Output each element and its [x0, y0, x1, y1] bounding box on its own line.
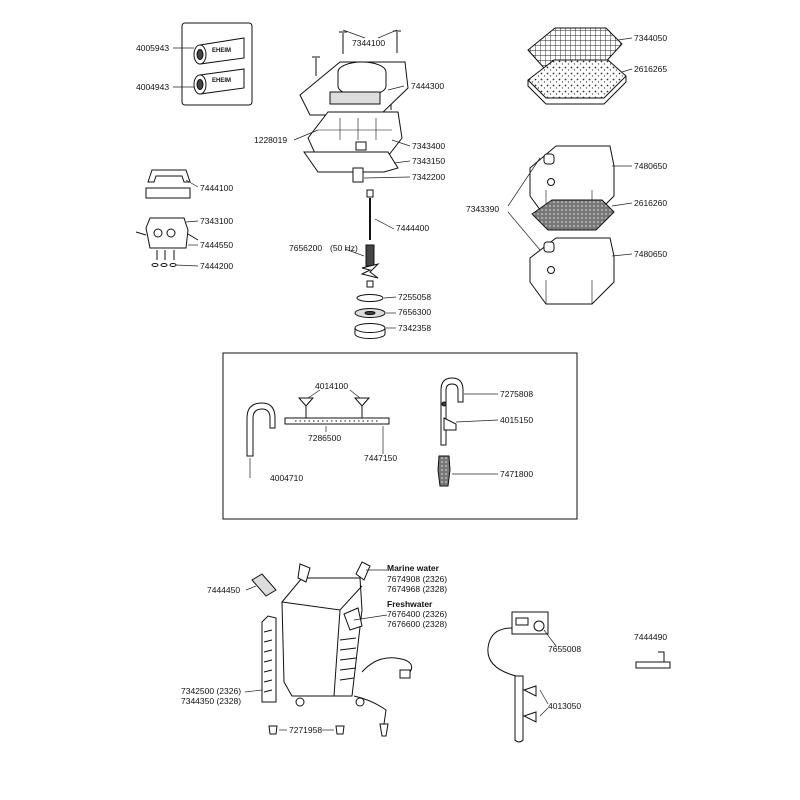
part-label-7271958: 7271958 — [289, 725, 322, 735]
suction-cup-1 — [297, 397, 315, 407]
part-label-7286500: 7286500 — [308, 433, 341, 443]
part-label-4013050: 4013050 — [548, 701, 581, 711]
part-label-4004710: 4004710 — [270, 473, 303, 483]
cable-plug — [399, 669, 411, 679]
seal-gasket — [303, 151, 399, 173]
part-label-7342200: 7342200 — [412, 172, 445, 182]
part-label-7343100: 7343100 — [200, 216, 233, 226]
suction-cup-2 — [353, 397, 371, 407]
impeller-base — [354, 323, 386, 333]
part-label-4005943: 4005943 — [136, 43, 169, 53]
o-ring — [356, 294, 384, 302]
part-label-7656200: 7656200 — [289, 243, 322, 253]
part-label-7444200: 7444200 — [200, 261, 233, 271]
part-label-7656300: 7656300 — [398, 307, 431, 317]
part-label-2616260: 2616260 — [634, 198, 667, 208]
pump-head-assembly: 7344100 7444300 1228019 7343400 7343150 … — [254, 29, 445, 183]
part-label-4015150: 4015150 — [500, 415, 533, 425]
part-note-50hz: (50 Hz) — [330, 243, 358, 253]
clip-7444450 — [251, 573, 277, 597]
foot-1 — [268, 725, 278, 735]
spout — [352, 167, 364, 183]
heater-guard — [261, 615, 277, 703]
hose-brand-label-2: EHEIM — [212, 78, 231, 84]
impeller-stack: 7444400 7656200 (50 Hz) 7255058 7656300 … — [289, 189, 431, 339]
hose-box: EHEIM EHEIM 4005943 4004943 — [136, 22, 253, 106]
impeller-vanes — [360, 263, 380, 279]
part-label-7444400: 7444400 — [396, 223, 429, 233]
outlet-pipe — [440, 377, 464, 446]
freshwater-part-2326: 7676400 (2326) — [387, 609, 447, 619]
part-label-2616265: 2616265 — [634, 64, 667, 74]
clip — [147, 169, 191, 183]
part-label-7471800: 7471800 — [500, 469, 533, 479]
outlet-nozzle — [437, 455, 451, 487]
hose-upper: EHEIM — [193, 37, 245, 65]
hose-lower: EHEIM — [193, 68, 245, 95]
heater-assembly: 7655008 4013050 — [487, 611, 581, 743]
part-label-7275808: 7275808 — [500, 389, 533, 399]
part-label-7343390: 7343390 — [466, 204, 499, 214]
part-label-7344100: 7344100 — [352, 38, 385, 48]
bracket-part — [635, 661, 671, 669]
part-label-7343150: 7343150 — [412, 156, 445, 166]
hose-brand-label-1: EHEIM — [212, 48, 231, 54]
part-label-7343400: 7343400 — [412, 141, 445, 151]
marine-title: Marine water — [387, 563, 440, 573]
accessories-box: 4004710 4014100 7286500 7447150 7275808 … — [222, 352, 578, 520]
freshwater-title: Freshwater — [387, 599, 433, 609]
part-label-7444550: 7444550 — [200, 240, 233, 250]
part-label-7480650-top: 7480650 — [634, 161, 667, 171]
filter-media-stack: 7344050 2616265 7480650 7343390 2616260 … — [466, 27, 667, 305]
part-label-7342500: 7342500 (2326) — [181, 686, 241, 696]
bracket-7444490: 7444490 — [634, 632, 671, 669]
filter-basket-lower — [529, 237, 615, 305]
middle-filter-pad — [531, 199, 615, 231]
part-label-7444490: 7444490 — [634, 632, 667, 642]
foot-2 — [335, 725, 345, 735]
part-label-7444100: 7444100 — [200, 183, 233, 193]
part-label-4004943: 4004943 — [136, 82, 169, 92]
part-label-7447150: 7447150 — [364, 453, 397, 463]
part-label-7344050: 7344050 — [634, 33, 667, 43]
heater-tube — [514, 675, 524, 743]
part-label-1228019: 1228019 — [254, 135, 287, 145]
part-label-7655008: 7655008 — [548, 644, 581, 654]
marine-part-2328: 7674968 (2328) — [387, 584, 447, 594]
part-label-7480650-bottom: 7480650 — [634, 249, 667, 259]
part-label-7342358: 7342358 — [398, 323, 431, 333]
marine-part-2326: 7674908 (2326) — [387, 574, 447, 584]
part-label-7344350: 7344350 (2328) — [181, 696, 241, 706]
part-label-7255058: 7255058 — [398, 292, 431, 302]
clip-valve-assembly: 7444100 7343100 7444550 7444200 — [135, 169, 233, 271]
freshwater-part-2328: 7676600 (2328) — [387, 619, 447, 629]
intake-pipe — [246, 402, 276, 457]
canister-assembly: 7444450 7342500 (2326) 7344350 (2328) Ma… — [181, 561, 447, 737]
part-label-4014100: 4014100 — [315, 381, 348, 391]
part-label-7444450: 7444450 — [207, 585, 240, 595]
impeller-magnet — [365, 244, 375, 267]
part-label-7444300: 7444300 — [411, 81, 444, 91]
accessories-box-frame — [222, 352, 578, 520]
hose-box-frame — [181, 22, 253, 106]
